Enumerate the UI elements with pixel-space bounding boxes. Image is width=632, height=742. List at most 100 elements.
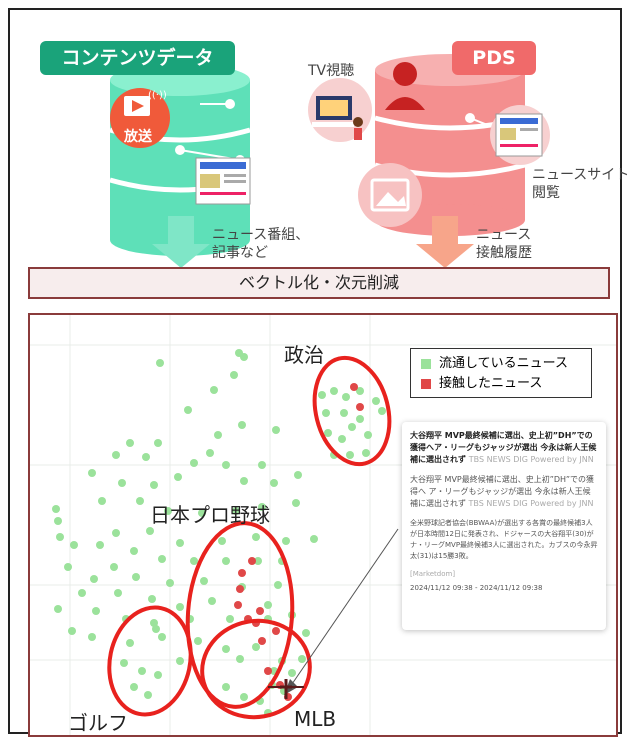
circulating-news-point: [258, 461, 266, 469]
circulating-news-point: [254, 557, 262, 565]
circulating-news-point: [200, 577, 208, 585]
circulating-news-point: [150, 481, 158, 489]
circulating-news-point: [54, 517, 62, 525]
circulating-news-point: [222, 645, 230, 653]
circulating-news-point: [56, 533, 64, 541]
circulating-news-point: [88, 469, 96, 477]
plot-legend: 流通しているニュース 接触したニュース: [410, 348, 592, 398]
news-site-label: ニュースサイト 閲覧: [532, 167, 630, 201]
cluster-label-npb: 日本プロ野球: [150, 503, 270, 527]
circulating-news-point: [236, 655, 244, 663]
circulating-news-point: [190, 459, 198, 467]
circulating-news-point: [348, 423, 356, 431]
circulating-news-point: [340, 409, 348, 417]
news-card-title-text: 大谷翔平 MVP最終候補に選出、史上初”DH”での獲得へア・リーグもジャッジが選…: [410, 431, 597, 464]
circulating-news-point: [230, 371, 238, 379]
broadcast-label: 放送: [124, 129, 152, 145]
content-arrow-icon: [152, 216, 210, 268]
circulating-news-point: [272, 426, 280, 434]
touched-news-point: [236, 585, 244, 593]
legend-label-circulating: 流通しているニュース: [439, 356, 568, 371]
pds-title: PDS: [452, 41, 536, 75]
circulating-news-point: [98, 497, 106, 505]
circulating-news-point: [372, 397, 380, 405]
circulating-news-point: [138, 667, 146, 675]
circulating-news-point: [126, 639, 134, 647]
touched-news-point: [350, 383, 358, 391]
circulating-news-point: [346, 451, 354, 459]
process-bar: ベクトル化・次元削減: [28, 267, 610, 299]
circulating-news-point: [52, 505, 60, 513]
circulating-news-point: [154, 671, 162, 679]
content-data-title: コンテンツデータ: [40, 41, 235, 75]
touched-news-point: [356, 403, 364, 411]
circulating-news-point: [78, 589, 86, 597]
circulating-news-point: [222, 461, 230, 469]
circulating-news-point: [302, 629, 310, 637]
news-card-title: 大谷翔平 MVP最終候補に選出、史上初”DH”での獲得へア・リーグもジャッジが選…: [410, 430, 598, 466]
svg-text:((·)): ((·)): [148, 90, 167, 101]
circulating-news-point: [238, 421, 246, 429]
circulating-news-point: [130, 547, 138, 555]
circulating-news-point: [298, 655, 306, 663]
circulating-news-point: [120, 659, 128, 667]
circulating-news-point: [194, 637, 202, 645]
circulating-news-point: [222, 683, 230, 691]
circulating-news-point: [364, 431, 372, 439]
circulating-news-point: [64, 563, 72, 571]
circulating-news-point: [144, 691, 152, 699]
circulating-news-point: [294, 471, 302, 479]
circulating-news-point: [208, 597, 216, 605]
circulating-news-point: [378, 407, 386, 415]
circulating-news-point: [240, 693, 248, 701]
circulating-news-point: [210, 386, 218, 394]
circulating-news-point: [318, 391, 326, 399]
news-card-subtitle: 大谷翔平 MVP最終候補に選出、史上初”DH”での獲得へ ア・リーグもジャッジが…: [410, 474, 598, 510]
cluster-label-golf: ゴルフ: [68, 711, 128, 735]
top-illustration: ((·)): [109, 54, 550, 268]
circulating-news-point: [54, 605, 62, 613]
circulating-news-point: [70, 541, 78, 549]
golf-cluster-ellipse: [107, 605, 193, 717]
news-card-subtitle-source: TBS NEWS DIG Powered by JNN: [468, 499, 594, 508]
legend-swatch-circulating: [421, 358, 431, 369]
circulating-news-point: [126, 439, 134, 447]
news-card-tag: [Marketdom]: [410, 570, 456, 578]
circulating-news-point: [158, 633, 166, 641]
circulating-news-point: [166, 579, 174, 587]
circulating-news-point: [118, 479, 126, 487]
circulating-news-point: [114, 589, 122, 597]
legend-item-touched: 接触したニュース: [421, 375, 542, 393]
card-pointer-line: [289, 528, 399, 688]
circulating-news-point: [324, 429, 332, 437]
touched-news-point: [272, 627, 280, 635]
circulating-news-point: [330, 387, 338, 395]
circulating-news-point: [214, 431, 222, 439]
circulating-news-point: [112, 451, 120, 459]
circulating-news-point: [174, 473, 182, 481]
touched-news-point: [238, 569, 246, 577]
circulating-news-point: [240, 353, 248, 361]
circulating-news-point: [132, 573, 140, 581]
legend-swatch-touched: [421, 378, 431, 389]
circulating-news-point: [92, 607, 100, 615]
circulating-news-point: [282, 537, 290, 545]
politics-cluster-ellipse: [312, 355, 392, 467]
circulating-news-point: [90, 575, 98, 583]
pds-arrow-icon: [416, 216, 474, 268]
circulating-news-point: [258, 503, 266, 511]
tv-viewing-label: TV視聴: [308, 63, 355, 79]
circulating-news-point: [356, 415, 364, 423]
cluster-label-politics: 政治: [284, 343, 324, 367]
circulating-news-point: [176, 603, 184, 611]
circulating-news-point: [156, 359, 164, 367]
circulating-news-point: [136, 497, 144, 505]
circulating-news-point: [190, 557, 198, 565]
circulating-news-point: [176, 657, 184, 665]
circulating-news-point: [176, 539, 184, 547]
circulating-news-point: [218, 537, 226, 545]
touched-news-point: [234, 601, 242, 609]
news-card[interactable]: 大谷翔平 MVP最終候補に選出、史上初”DH”での獲得へア・リーグもジャッジが選…: [402, 422, 606, 630]
news-card-date: 2024/11/12 09:38 - 2024/11/12 09:38: [410, 584, 543, 592]
circulating-news-point: [206, 449, 214, 457]
